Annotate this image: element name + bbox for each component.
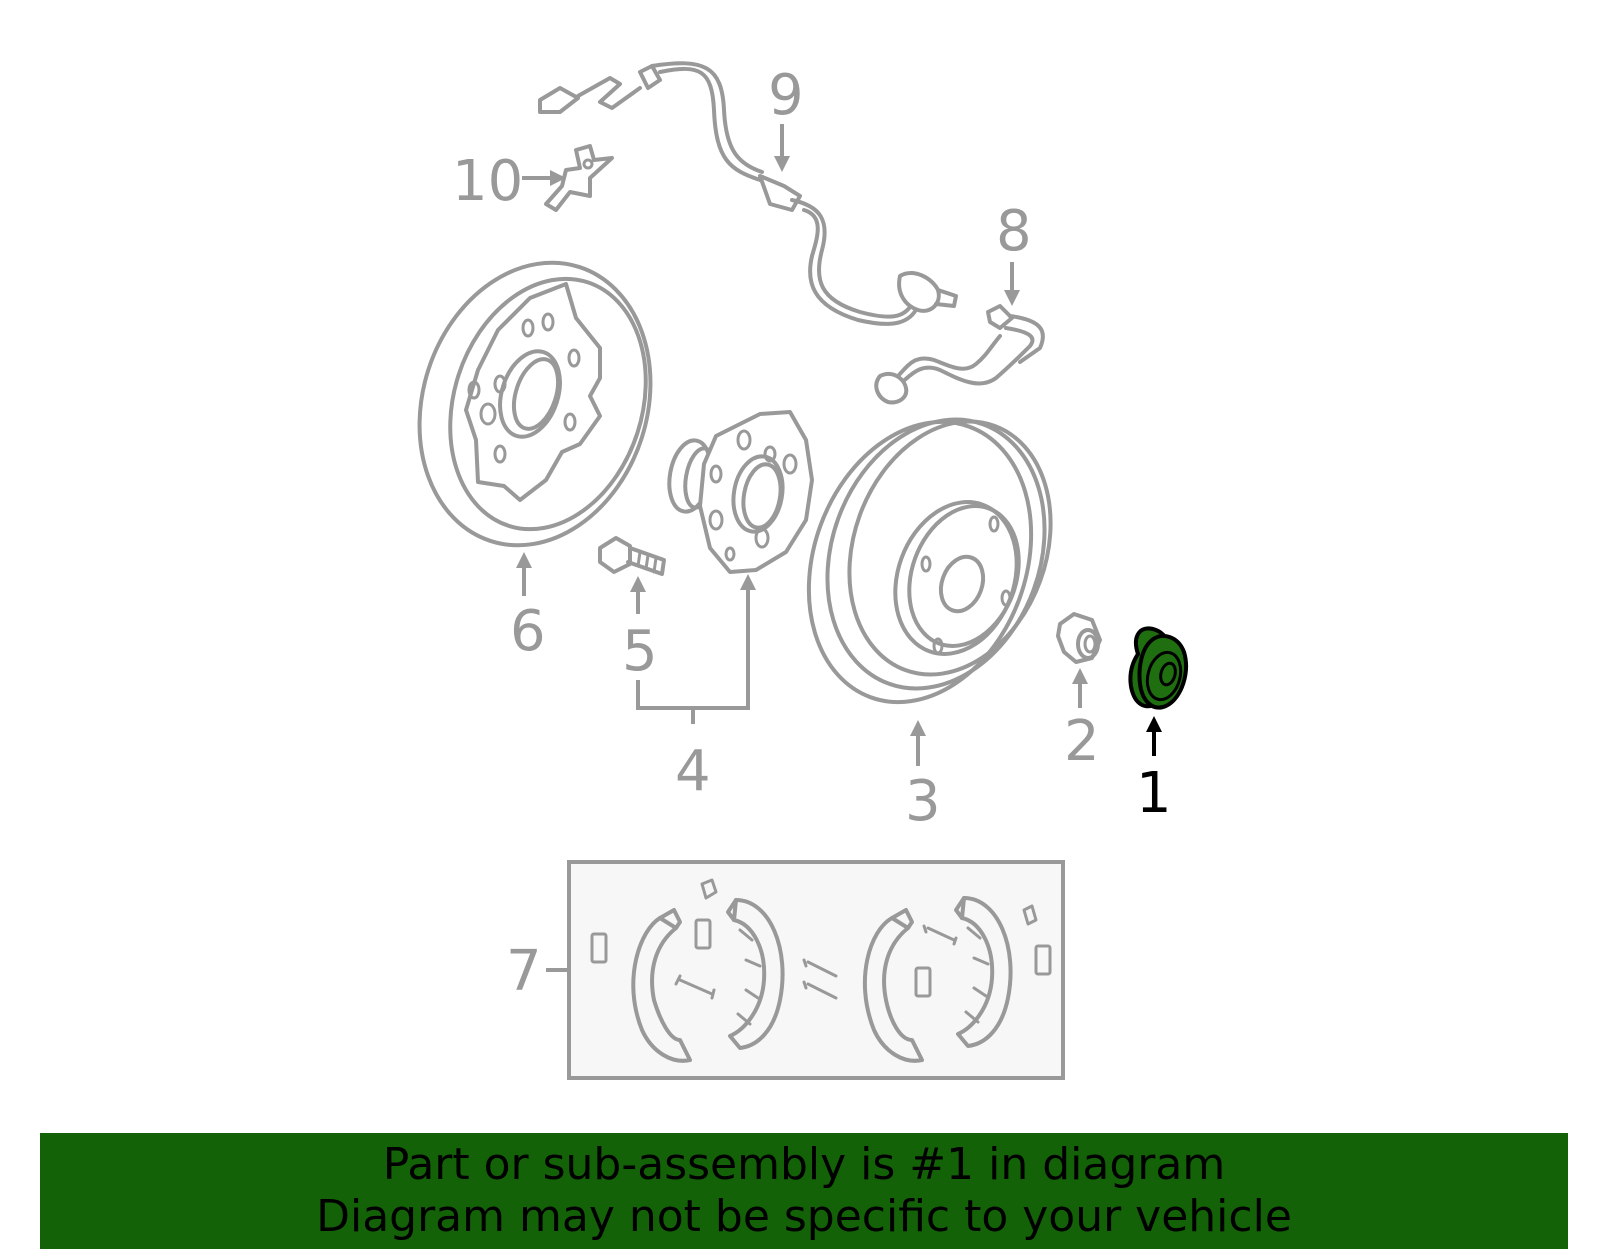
part-9-abs-sensor-wire[interactable]	[538, 61, 958, 326]
banner-line-2: Diagram may not be specific to your vehi…	[316, 1191, 1292, 1242]
banner-line-1: Part or sub-assembly is #1 in diagram	[382, 1139, 1226, 1190]
callout-5[interactable]: 5	[622, 619, 658, 684]
callout-6[interactable]: 6	[510, 599, 546, 664]
part-3-brake-drum[interactable]	[771, 389, 1085, 734]
callout-4[interactable]: 4	[675, 739, 711, 804]
callout-labels: 9 10 8 6 5 4 3 2 1 7	[452, 63, 1172, 1004]
callout-10[interactable]: 10	[452, 149, 523, 214]
part-6-backing-plate[interactable]	[384, 232, 686, 575]
part-7-brake-shoe-kit[interactable]	[567, 860, 1065, 1080]
callout-3[interactable]: 3	[905, 769, 941, 834]
banner-background	[40, 1133, 1568, 1249]
callout-8[interactable]: 8	[996, 199, 1032, 264]
callout-7[interactable]: 7	[506, 939, 542, 1004]
leader-lines	[516, 124, 1162, 972]
callout-9[interactable]: 9	[768, 63, 804, 128]
callout-1-highlighted[interactable]: 1	[1136, 761, 1172, 826]
part-10-bracket[interactable]	[544, 144, 614, 212]
callout-2[interactable]: 2	[1064, 709, 1100, 774]
part-1-hub-cap[interactable]	[1128, 626, 1188, 710]
part-4-hub-assembly[interactable]	[664, 410, 814, 574]
part-2-nut[interactable]	[1056, 612, 1102, 664]
info-banner: Part or sub-assembly is #1 in diagram Di…	[40, 1133, 1568, 1249]
part-8-brake-hose[interactable]	[874, 304, 1045, 405]
part-5-hub-bolt[interactable]	[598, 536, 666, 576]
